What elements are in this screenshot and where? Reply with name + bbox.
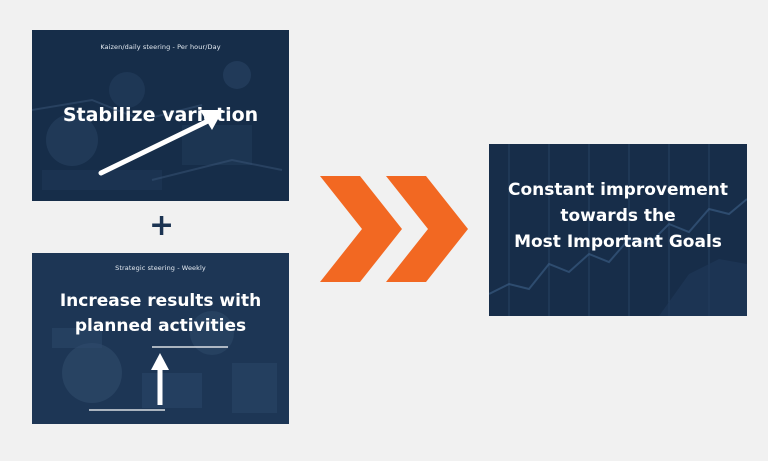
result-headline-line-3: Most Important Goals [514,232,722,252]
result-headline-line-2: towards the [560,206,676,226]
plus-icon: + [149,208,175,243]
stock-chart-background-image [489,144,747,316]
weekly-headline-line-2: planned activities [74,316,247,336]
weekly-steering-headline: Increase results with planned activities [32,289,289,339]
weekly-headline-line-1: Increase results with [59,291,262,311]
result-headline-line-1: Constant improvement [508,180,728,200]
up-arrow-icon [89,346,228,411]
weekly-steering-card: Strategic steering - Weekly Increase res… [32,253,289,424]
daily-steering-label: Kaizen/daily steering - Per hour/Day [100,43,221,51]
machinery-background-image [32,30,289,201]
diagonal-up-arrow-icon [98,110,223,176]
weekly-steering-label: Strategic steering - Weekly [115,264,206,272]
result-card: Constant improvement towards the Most Im… [489,144,747,316]
result-headline: Constant improvement towards the Most Im… [489,177,747,255]
daily-steering-card: Kaizen/daily steering - Per hour/Day Sta… [32,30,289,201]
double-chevron-right-icon [320,176,468,282]
